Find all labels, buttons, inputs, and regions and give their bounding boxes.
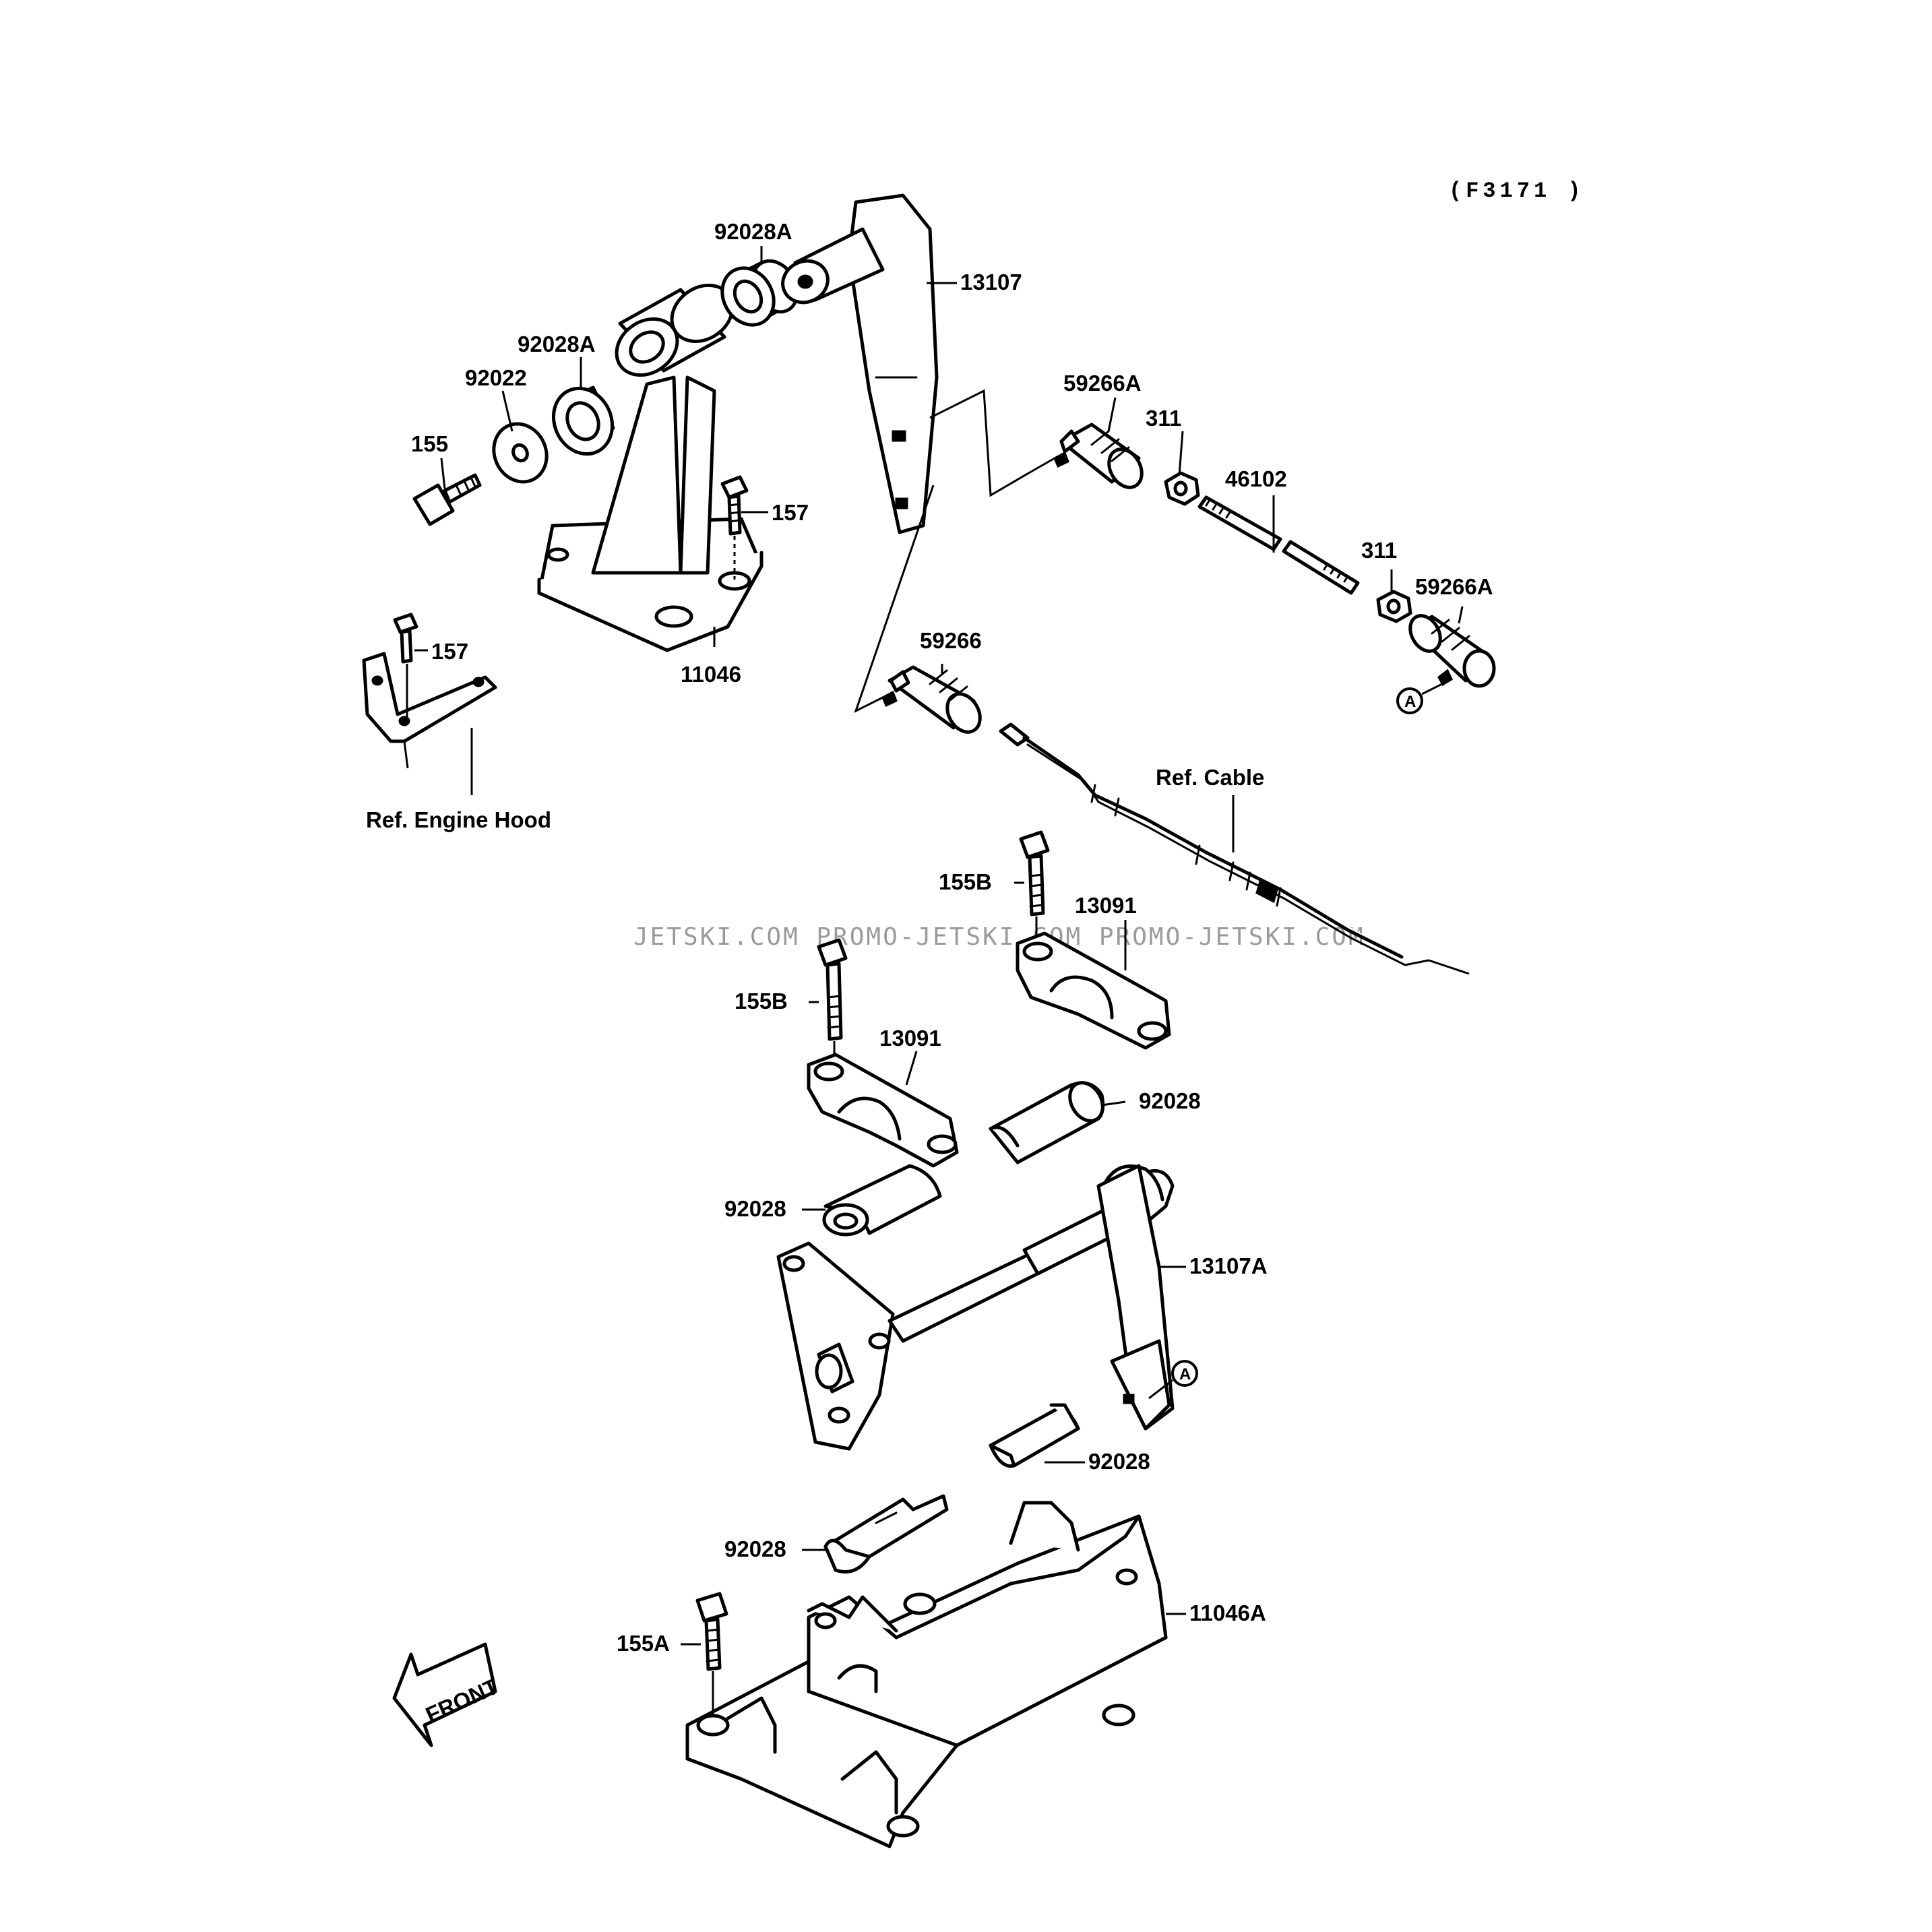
label-11046: 11046: [681, 662, 741, 687]
label-92028-b: 92028: [724, 1196, 786, 1221]
rod-46102: [1197, 495, 1360, 595]
connection-line-upper: [929, 389, 1055, 497]
bushing-92028-c: [989, 1403, 1080, 1468]
connection-line-lower: [854, 485, 935, 713]
bolt-155B-right: [1019, 830, 1050, 950]
label-13091-left: 13091: [879, 1026, 941, 1051]
label-155A: 155A: [617, 1631, 670, 1656]
label-46102: 46102: [1225, 466, 1287, 491]
label-92028-a: 92028: [1139, 1088, 1201, 1113]
nut-311-top: [1164, 471, 1200, 506]
bushing-92028A-mid: [551, 385, 615, 456]
label-155: 155: [411, 431, 448, 456]
ball-joint-59266A-top: [1053, 423, 1144, 489]
bolt-155B-left: [817, 938, 848, 1068]
cable: [999, 722, 1470, 975]
label-157-top: 157: [772, 500, 809, 525]
label-13107: 13107: [960, 270, 1022, 294]
label-13091-right: 13091: [1075, 893, 1137, 918]
label-ref-cable: Ref. Cable: [1156, 765, 1264, 790]
bushing-92028-d: [823, 1494, 949, 1573]
label-59266: 59266: [920, 628, 982, 653]
label-155B-left: 155B: [735, 989, 788, 1014]
diagram-code: (F3171 ): [1449, 179, 1585, 204]
bushing-92028A-top: [720, 259, 799, 327]
label-92028-c: 92028: [1088, 1449, 1150, 1474]
label-92028-d: 92028: [724, 1536, 786, 1561]
washer-92022: [492, 422, 549, 484]
label-11046A: 11046A: [1189, 1600, 1266, 1625]
svg-text:A: A: [1404, 693, 1416, 711]
watermark: JETSKI.COM PROMO-JETSKI.COM PROMO-JETSKI…: [633, 923, 1365, 951]
marker-a-lower: A: [1148, 1360, 1198, 1400]
label-59266A-top: 59266A: [1063, 371, 1142, 396]
label-92028A-mid: 92028A: [518, 332, 596, 356]
label-59266A-right: 59266A: [1415, 574, 1493, 599]
bracket-11046: [537, 283, 764, 652]
bolt-155A: [695, 1592, 728, 1715]
label-92022: 92022: [465, 365, 527, 390]
bushing-92028-b: [822, 1164, 942, 1237]
ball-joint-59266A-right: [1408, 614, 1496, 688]
label-ref-engine-hood: Ref. Engine Hood: [366, 807, 551, 832]
ball-joint-59266: [881, 665, 982, 734]
holder-13091-left: [807, 1053, 959, 1168]
bolt-157-top: [720, 475, 749, 580]
label-13107A: 13107A: [1189, 1253, 1268, 1278]
label-311-top: 311: [1146, 406, 1181, 431]
lever-13107: [781, 193, 939, 534]
front-arrow-icon: FRONT: [392, 1642, 502, 1747]
label-155B-right: 155B: [939, 869, 992, 894]
svg-text:A: A: [1179, 1365, 1191, 1383]
marker-a-upper: A: [1396, 683, 1443, 714]
engine-hood-bracket: [362, 613, 497, 769]
label-311-right: 311: [1361, 538, 1397, 563]
label-157-hood: 157: [431, 639, 468, 664]
holder-13091-right: [1016, 931, 1171, 1050]
bushing-92028-a: [989, 1081, 1105, 1164]
shaft-13107A: [776, 1164, 1175, 1451]
label-92028A-top: 92028A: [714, 219, 792, 244]
nut-311-right: [1376, 590, 1412, 623]
bolt-155: [412, 473, 482, 526]
base-11046A: [685, 1501, 1168, 1848]
